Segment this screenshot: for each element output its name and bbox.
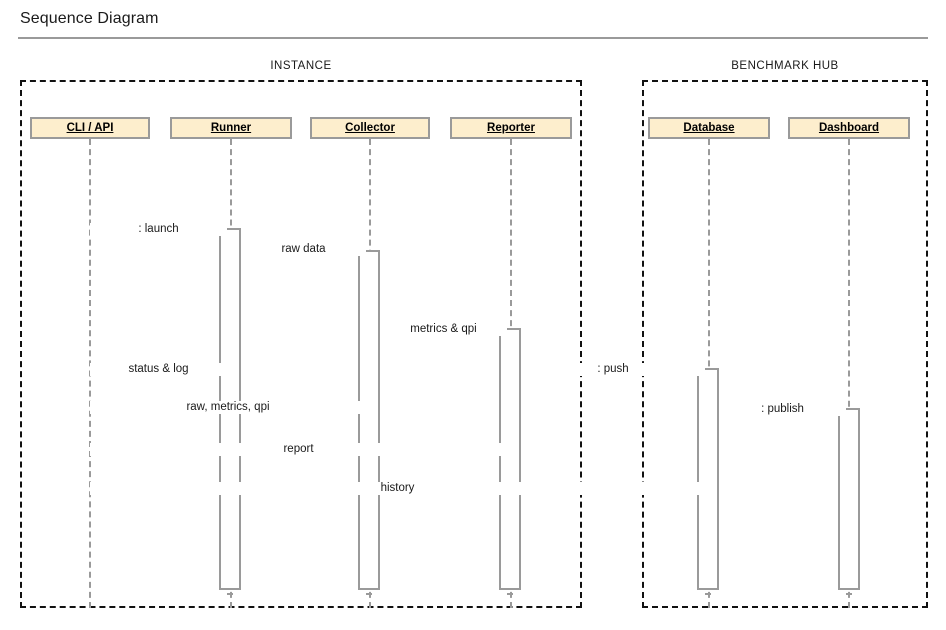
frame-label-instance: INSTANCE: [270, 60, 332, 72]
database-activation-foot: [705, 593, 711, 595]
lifeline-label-runner: Runner: [210, 122, 252, 134]
lifeline-head-runner[interactable]: Runner: [170, 117, 292, 139]
message-label-metrics-qpi: metrics & qpi: [380, 323, 507, 336]
title-divider: [18, 37, 928, 39]
frame-benchmark-hub: [642, 80, 928, 608]
message-label-push: : push: [521, 363, 705, 376]
dashboard-activation-foot: [846, 593, 852, 595]
lifeline-head-reporter[interactable]: Reporter: [450, 117, 572, 139]
collector-activation-foot: [366, 593, 372, 595]
message-label-publish: : publish: [719, 403, 846, 416]
collector-activation: [358, 250, 380, 590]
lifeline-head-database[interactable]: Database: [648, 117, 770, 139]
message-label-history: history: [90, 482, 705, 495]
lifeline-label-dashboard: Dashboard: [818, 122, 880, 134]
message-label-launch: : launch: [90, 223, 227, 236]
message-label-status-log: status & log: [90, 363, 227, 376]
page-title: Sequence Diagram: [20, 10, 159, 27]
runner-activation-foot: [227, 593, 233, 595]
lifeline-head-dashboard[interactable]: Dashboard: [788, 117, 910, 139]
dashboard-activation: [838, 408, 860, 590]
lifeline-label-collector: Collector: [345, 122, 395, 134]
lifeline-head-cli-api[interactable]: CLI / API: [30, 117, 150, 139]
reporter-activation-foot: [507, 593, 513, 595]
lifeline-dashboard: [848, 139, 850, 608]
message-label-raw-data: raw data: [241, 243, 366, 256]
frame-instance: [20, 80, 582, 608]
message-label-raw-metrics-qpi: raw, metrics, qpi: [90, 401, 366, 414]
reporter-activation: [499, 328, 521, 590]
database-activation: [697, 368, 719, 590]
lifeline-head-collector[interactable]: Collector: [310, 117, 430, 139]
frame-label-benchmark-hub: BENCHMARK HUB: [731, 60, 839, 72]
lifeline-label-reporter: Reporter: [487, 122, 535, 134]
message-label-report: report: [90, 443, 507, 456]
lifeline-label-cli-api: CLI / API: [66, 122, 114, 134]
lifeline-label-database: Database: [683, 122, 735, 134]
